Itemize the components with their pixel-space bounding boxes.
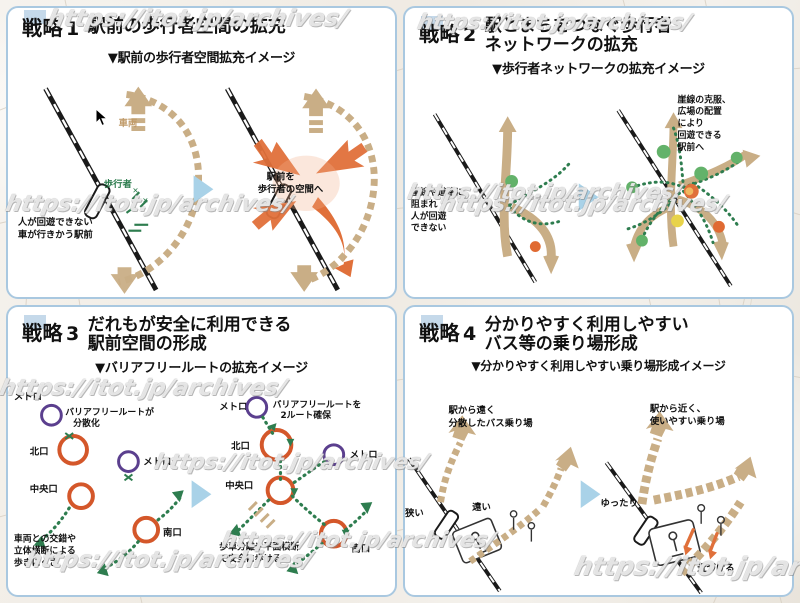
label-p2-after-2: 広場の配置	[677, 105, 721, 117]
panel-4-before-diagram: 駅から遠く 分散したバス乗り場 狭い 遠い	[405, 404, 579, 592]
label-p3-after-goal-1: 歩車分離や平面横断	[219, 540, 299, 552]
label-p3-before-south: 南口	[163, 526, 182, 538]
label-p2-after-3: により	[677, 118, 703, 129]
panel-1-title: 駅前の歩行者空間の拡充	[87, 16, 286, 37]
label-after-goal-1: 駅前を	[267, 170, 295, 182]
label-p3-after-metro-top: メトロ	[219, 401, 247, 412]
panel-2-before-diagram: 崖線や道路に 阻まれ 人が回遊 できない	[411, 113, 573, 284]
panel-3-subtitle: ▼バリアフリールートの拡充イメージ	[95, 360, 308, 376]
label-p4-before-narrow: 狭い	[405, 506, 424, 518]
label-p3-after-note-1: バリアフリールートを	[273, 399, 362, 410]
label-p4-after-head-2: 使いやすい乗り場	[649, 415, 726, 427]
transition-arrow-4	[580, 479, 601, 508]
panel-1-strategy-number: 1	[66, 18, 80, 40]
panel-4-after-diagram: 駅から近く、 使いやすい乗り場 ゆったり 近づける	[600, 402, 757, 594]
label-vehicles: 車両	[119, 117, 138, 129]
panel-2-subtitle: ▼歩行者ネットワークの拡充イメージ	[492, 62, 705, 78]
label-p3-before-metro-right: メトロ	[143, 456, 171, 467]
label-p2-after-5: 駅前へ	[677, 141, 704, 153]
label-p4-before-head-1: 駅から遠く	[448, 404, 495, 416]
panel-4-title-line-2: バス等の乗り場形成	[484, 333, 638, 354]
label-p2-before-3: 人が回遊	[411, 210, 447, 222]
label-p3-after-note-2: 2ルート確保	[280, 409, 332, 421]
label-p3-before-note-2: 分散化	[73, 417, 100, 429]
panel-3-diagram: メトロ バリアフリールートが 分散化 北口 メトロ 中央口 南口	[8, 385, 395, 596]
label-p3-before-central: 中央口	[30, 483, 58, 495]
panel-3-strategy-label: 戦略	[22, 320, 63, 345]
label-p2-after-4: 回遊できる	[677, 129, 721, 141]
label-p3-after-north: 北口	[231, 439, 250, 451]
label-p4-after-roomy: ゆったり	[600, 498, 637, 509]
label-p3-after-south: 南口	[352, 542, 371, 554]
label-p3-before-note-1: バリアフリールートが	[65, 406, 154, 418]
panel-4-subtitle: ▼分かりやすく利用しやすい乗り場形成イメージ	[471, 358, 726, 373]
label-p3-after-central: 中央口	[225, 479, 253, 491]
label-p2-after-1: 崖線の克服、	[677, 93, 730, 105]
panel-1-subtitle: ▼駅前の歩行者空間拡充イメージ	[107, 50, 296, 66]
label-after-goal-2: 歩行者の空間へ	[258, 183, 324, 195]
panel-1-strategy-label: 戦略	[22, 16, 63, 40]
panel-2-title-line-1: 駅とまちをつなぐ歩行者	[484, 16, 672, 36]
panel-2-title-line-2: ネットワークの拡充	[484, 35, 638, 56]
label-before-problem-1: 人が回遊できない	[18, 216, 93, 228]
panel-4-diagram: 駅から遠く 分散したバス乗り場 狭い 遠い	[405, 385, 792, 596]
label-p3-before-prob-3: 歩きにくさ	[14, 556, 58, 568]
label-p3-before-prob-1: 車両との交錯や	[14, 532, 76, 544]
label-p2-before-2: 阻まれ	[411, 199, 438, 210]
panel-3-title-line-2: 駅前空間の形成	[87, 333, 207, 354]
mouse-cursor	[95, 107, 109, 132]
label-p2-before-4: できない	[411, 223, 447, 234]
panel-4-strategy-label: 戦略	[419, 320, 460, 345]
label-before-problem-2: 車が行きかう駅前	[18, 229, 94, 241]
panel-4-title-line-1: 分かりやすく利用しやすい	[484, 314, 689, 335]
transition-arrow-3	[191, 479, 212, 508]
panel-2-after-diagram: 崖線の克服、 広場の配置 により 回遊できる 駅前へ	[616, 93, 761, 288]
panel-2-strategy-number: 2	[463, 24, 477, 46]
panel-3-after-diagram: メトロ バリアフリールートを 2ルート確保 北口 メトロ 中央口 南口	[219, 395, 378, 574]
svg-text:✕: ✕	[142, 196, 148, 205]
panel-1-diagram: ✕ ✕ 車両 歩行者 人が回遊できない 車が行きかう駅前	[8, 80, 395, 297]
label-p4-after-head-1: 駅から近く、	[650, 402, 706, 414]
label-p4-before-far: 遠い	[472, 500, 491, 512]
panel-3-strategy-number: 3	[66, 322, 80, 345]
transition-arrow-1	[193, 175, 214, 204]
label-p3-before-north: 北口	[30, 445, 49, 457]
label-p4-after-close: 近づける	[697, 562, 734, 574]
panel-4-strategy-number: 4	[463, 322, 477, 345]
panel-3-title-line-1: だれもが安全に利用できる	[87, 314, 292, 335]
panel-2-diagram: 崖線や道路に 阻まれ 人が回遊 できない	[405, 88, 792, 297]
panel-3-before-diagram: メトロ バリアフリールートが 分散化 北口 メトロ 中央口 南口	[14, 391, 184, 576]
label-p3-after-goal-2: で安全に歩ける	[219, 552, 281, 564]
label-p4-before-head-2: 分散したバス乗り場	[448, 417, 533, 429]
label-pedestrians: 歩行者	[104, 178, 133, 190]
transition-arrow-2	[578, 183, 599, 212]
label-p3-after-metro-right: メトロ	[350, 449, 378, 460]
label-p3-before-prob-2: 立体横断による	[14, 544, 76, 556]
label-p3-before-metro-top: メトロ	[14, 391, 42, 402]
panel-1-after-diagram: 駅前を 歩行者の空間へ	[225, 87, 378, 292]
svg-text:✕: ✕	[132, 186, 138, 195]
panel-2-strategy-label: 戦略	[419, 22, 460, 46]
label-p2-before-1: 崖線や道路に	[411, 186, 464, 198]
